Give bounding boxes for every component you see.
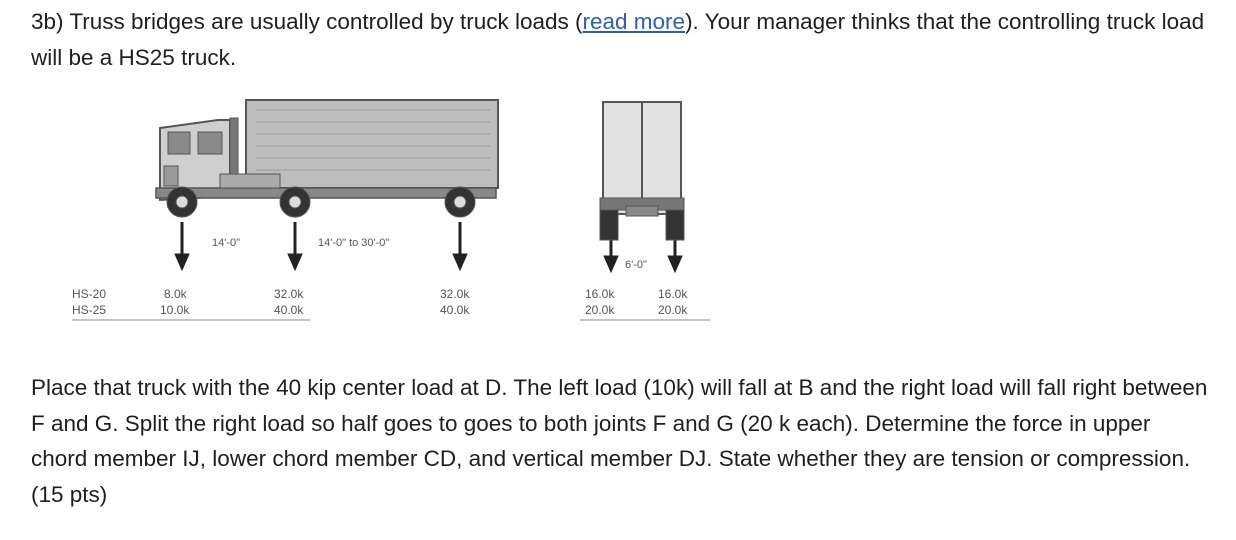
drive-wheels	[279, 186, 311, 218]
right-wheel-load: 20.0k	[658, 303, 688, 317]
load-table: HS-20 8.0k 32.0k 32.0k 16.0k 16.0k HS-25…	[72, 287, 710, 321]
middle-axle-load: 32.0k	[274, 287, 304, 301]
read-more-link[interactable]: read more	[582, 9, 686, 34]
trailer-box	[245, 99, 499, 189]
front-axle-load: 10.0k	[160, 303, 190, 317]
hs-truck-figure: 14'-0" 14'-0" to 30'-0" 6'-0" HS-20 8.0k…	[72, 99, 710, 321]
front-axle-load: 8.0k	[164, 287, 188, 301]
rear-axle-load: 32.0k	[440, 287, 470, 301]
problem-paragraph: Place that truck with the 40 kip center …	[31, 375, 1208, 507]
intro-text-before: 3b) Truss bridges are usually controlled…	[31, 9, 583, 34]
spacing-1-label: 14'-0"	[212, 237, 240, 249]
intro-paragraph: 3b) Truss bridges are usually controlled…	[31, 4, 1211, 75]
front-wheel	[166, 186, 198, 218]
row-name: HS-20	[72, 287, 106, 301]
spacing-2-label: 14'-0" to 30'-0"	[318, 237, 389, 249]
middle-axle-load: 40.0k	[274, 303, 304, 317]
right-wheel-load: 16.0k	[658, 287, 688, 301]
left-wheel-load: 20.0k	[585, 303, 615, 317]
left-wheel-load: 16.0k	[585, 287, 615, 301]
load-arrows	[174, 222, 683, 274]
intro-text-after: ). Your manager thinks that the controll…	[31, 9, 1205, 70]
row-name: HS-25	[72, 303, 106, 317]
truck-side-view	[155, 99, 499, 218]
truck-rear-view	[599, 101, 685, 241]
rear-axle-load: 40.0k	[440, 303, 470, 317]
rear-width-label: 6'-0"	[625, 259, 647, 271]
trailer-wheels	[444, 186, 476, 218]
